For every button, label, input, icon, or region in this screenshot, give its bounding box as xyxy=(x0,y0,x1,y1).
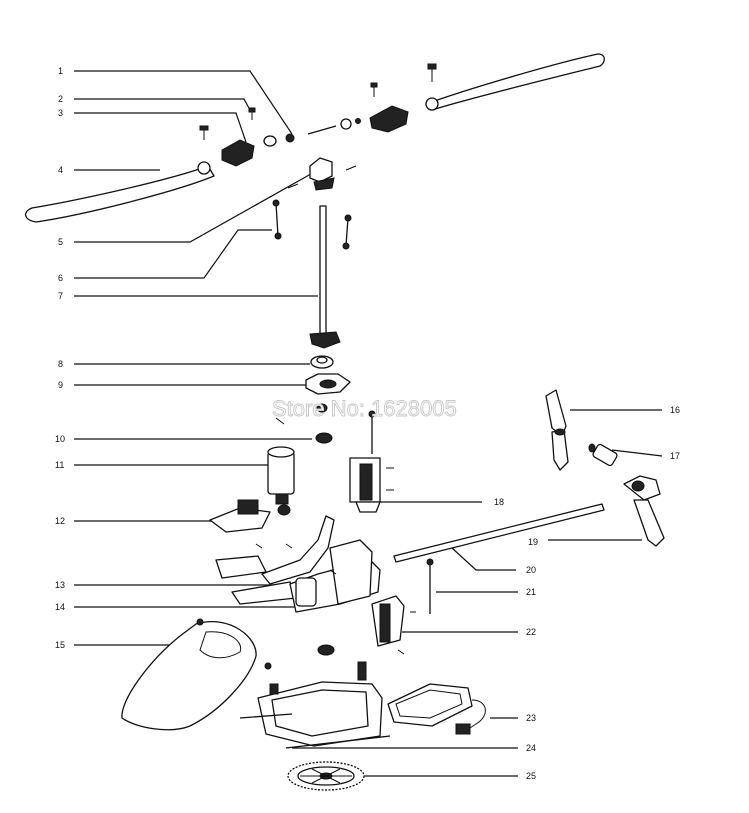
callout-10: 10 xyxy=(55,434,65,444)
tail-boom xyxy=(393,503,605,563)
callout-14: 14 xyxy=(55,602,65,612)
leader-5 xyxy=(74,169,319,243)
battery-pack xyxy=(387,683,486,735)
lower-frame xyxy=(239,661,391,749)
callout-5: 5 xyxy=(58,237,63,247)
tail-fin xyxy=(545,389,569,471)
callout-24: 24 xyxy=(526,743,536,753)
callout-labels: 1 2 3 4 5 6 7 8 9 10 11 12 13 14 15 16 1… xyxy=(55,66,680,781)
callout-16: 16 xyxy=(670,405,680,415)
leader-lines xyxy=(74,70,663,777)
callout-9: 9 xyxy=(58,380,63,390)
tail-mount xyxy=(623,475,665,547)
rotor-hub-assembly xyxy=(221,105,409,167)
callout-22: 22 xyxy=(526,627,536,637)
callout-25: 25 xyxy=(526,771,536,781)
callout-19: 19 xyxy=(528,537,538,547)
main-shaft xyxy=(319,205,327,335)
tail-motor xyxy=(588,443,618,467)
leader-6 xyxy=(74,229,272,279)
top-screws xyxy=(199,63,437,189)
leader-1 xyxy=(74,70,293,135)
callout-13: 13 xyxy=(55,580,65,590)
leader-17 xyxy=(611,449,663,457)
main-gear xyxy=(287,761,365,791)
callout-17: 17 xyxy=(670,451,680,461)
heatsink-board xyxy=(209,499,271,533)
servo-unit xyxy=(349,410,394,513)
callout-21: 21 xyxy=(526,587,536,597)
gear-bearing xyxy=(317,644,335,656)
parts xyxy=(25,53,665,791)
main-motor xyxy=(267,446,295,516)
pushrods xyxy=(272,199,352,250)
callout-18: 18 xyxy=(494,497,504,507)
main-frame xyxy=(215,515,381,613)
callout-20: 20 xyxy=(526,565,536,575)
callout-23: 23 xyxy=(526,713,536,723)
bearing-collar xyxy=(275,403,333,444)
callout-15: 15 xyxy=(55,640,65,650)
callout-1: 1 xyxy=(58,66,63,76)
side-servo xyxy=(371,595,416,655)
callout-3: 3 xyxy=(58,108,63,118)
support-rod xyxy=(426,558,434,614)
head-block xyxy=(309,157,335,191)
callout-6: 6 xyxy=(58,273,63,283)
callout-11: 11 xyxy=(55,460,64,470)
callout-7: 7 xyxy=(58,291,63,301)
lower-rotor-blade xyxy=(25,161,215,223)
leader-3 xyxy=(74,112,247,143)
callout-4: 4 xyxy=(58,165,63,175)
swashplate-parts xyxy=(305,331,351,395)
leader-2 xyxy=(74,98,251,111)
upper-rotor-blade xyxy=(425,53,605,111)
leader-20 xyxy=(451,547,516,571)
callout-8: 8 xyxy=(58,359,63,369)
callout-12: 12 xyxy=(55,516,65,526)
callout-2: 2 xyxy=(58,94,63,104)
store-watermark: Store No: 1628005 xyxy=(272,396,457,421)
canopy xyxy=(121,618,272,731)
